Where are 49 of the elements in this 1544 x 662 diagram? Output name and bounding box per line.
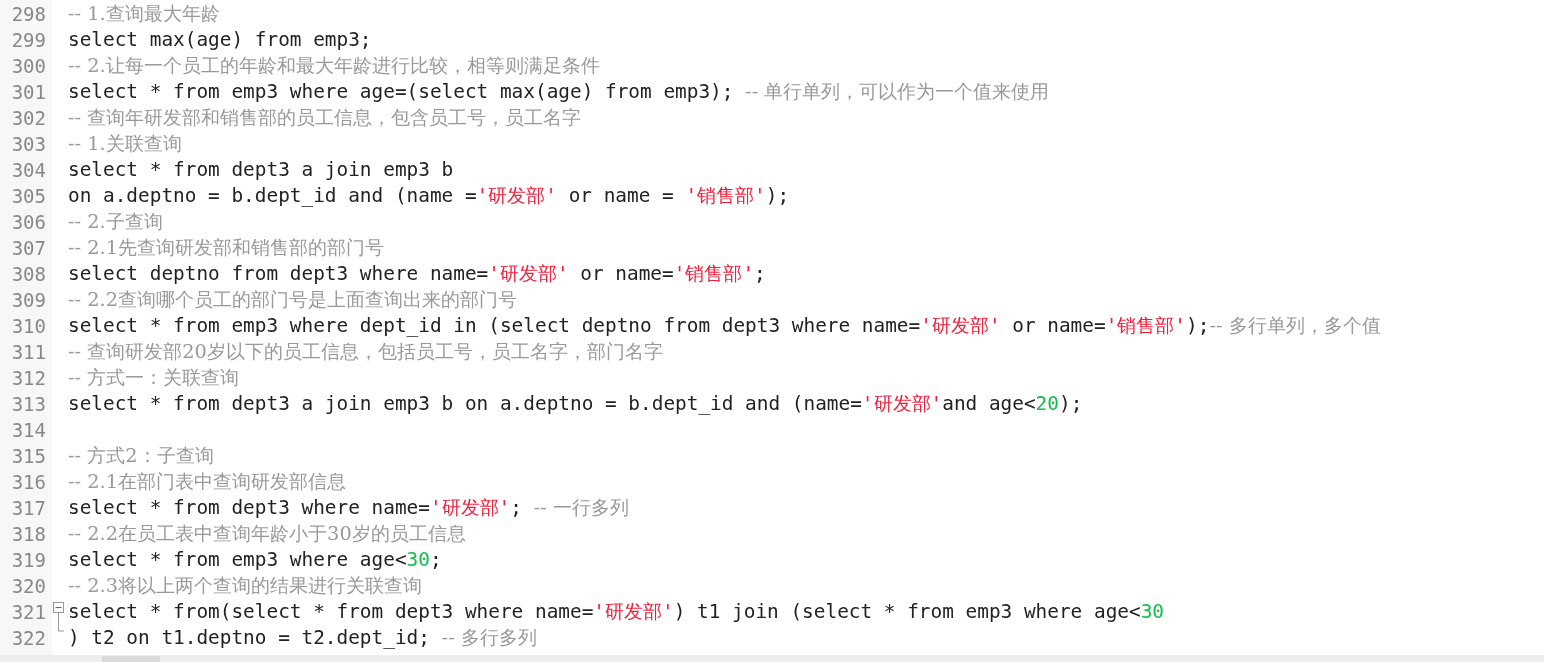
code-line: select * from emp3 where dept_id in (select deptno from dept3 where name='研发部' or name='销售部');-- 多行单列，多个值 [68,313,1381,339]
line-number: 301 [10,80,46,105]
line-number: 307 [10,236,46,261]
code-line: select * from(select * from dept3 where name='研发部') t1 join (select * from emp3 where age<30 [68,599,1165,625]
code-line: select * from emp3 where age=(select max(age) from emp3); -- 单行单列，可以作为一个值来使用 [68,79,1050,105]
code-line: -- 方式一：关联查询 [68,365,240,391]
code-line: select * from dept3 where name='研发部'; -- 一行多列 [68,495,629,521]
line-number: 316 [10,470,46,495]
line-number: 304 [10,158,46,183]
code-line: -- 2.2查询哪个员工的部门号是上面查询出来的部门号 [68,287,518,313]
code-line: -- 1.查询最大年龄 [68,1,220,27]
line-number: 302 [10,106,46,131]
line-number: 305 [10,184,46,209]
line-number: 321 [10,600,46,625]
code-line: -- 2.2在员工表中查询年龄小于30岁的员工信息 [68,521,466,547]
line-number: 298 [10,2,46,27]
code-line: select max(age) from emp3; [68,27,372,53]
line-number: 322 [10,626,46,651]
code-line: -- 查询研发部20岁以下的员工信息，包括员工号，员工名字，部门名字 [68,339,663,365]
code-line: select * from dept3 a join emp3 b on a.deptno = b.dept_id and (name='研发部'and age<20); [68,391,1083,417]
line-number: 313 [10,392,46,417]
line-number: 317 [10,496,46,521]
line-number: 310 [10,314,46,339]
code-line: -- 2.1在部门表中查询研发部信息 [68,469,347,495]
line-number: 315 [10,444,46,469]
code-line: -- 2.3将以上两个查询的结果进行关联查询 [68,573,423,599]
line-number: 299 [10,28,46,53]
code-line: -- 2.1先查询研发部和销售部的部门号 [68,235,385,261]
code-line: ) t2 on t1.deptno = t2.dept_id; -- 多行多列 [68,625,537,651]
code-line: select deptno from dept3 where name='研发部' or name='销售部'; [68,261,766,287]
line-number: 303 [10,132,46,157]
code-line: -- 2.子查询 [68,209,163,235]
code-line: -- 查询年研发部和销售部的员工信息，包含员工号，员工名字 [68,105,582,131]
line-number: 318 [10,522,46,547]
line-number: 314 [10,418,46,443]
line-number: 308 [10,262,46,287]
line-number: 309 [10,288,46,313]
line-number: 320 [10,574,46,599]
code-line: select * from emp3 where age<30; [68,547,442,573]
code-line: -- 1.关联查询 [68,131,182,157]
line-number: 312 [10,366,46,391]
code-line: -- 方式2：子查询 [68,443,214,469]
line-number: 306 [10,210,46,235]
code-line: -- 2.让每一个员工的年龄和最大年龄进行比较，相等则满足条件 [68,53,600,79]
line-number: 311 [10,340,46,365]
code-line: select * from dept3 a join emp3 b [68,157,454,183]
line-number: 300 [10,54,46,79]
line-number: 319 [10,548,46,573]
code-line: on a.deptno = b.dept_id and (name ='研发部' or name = '销售部'); [68,183,790,209]
